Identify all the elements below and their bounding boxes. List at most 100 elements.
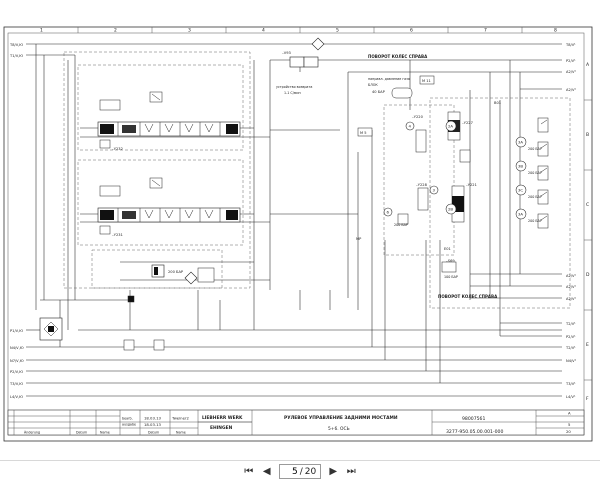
gauge-tag: M 11: [422, 79, 431, 83]
company-name: LIEBHERR WERK: [202, 415, 243, 421]
port-label: T3/V¹: [565, 382, 576, 386]
item-number: 4: [409, 124, 412, 129]
port-label: T2/V¹: [565, 346, 576, 350]
valve-tag: –Y227: [462, 121, 473, 125]
next-page-icon[interactable]: ▶: [329, 466, 338, 477]
port-label: N4/V¹: [566, 359, 577, 363]
gauge-tag: M 5: [360, 131, 367, 135]
valve-tag: –Y220: [412, 115, 424, 119]
hydraulic-lines: [26, 43, 562, 397]
page-indicator: / 20: [278, 464, 322, 479]
row-letter: A: [586, 62, 590, 68]
valve-tag: –Y232: [112, 147, 123, 151]
title-cell: Name: [100, 431, 110, 435]
title-name: Tweiner2: [171, 416, 189, 421]
title-cell: Änderung: [24, 430, 40, 435]
title-block: Änderung Datum Name bearb. ausgabe Datum…: [7, 409, 585, 436]
port-label: A2/V¹: [566, 88, 576, 92]
valve-tag: –Y221: [466, 183, 477, 187]
sheet-info: 20: [566, 429, 571, 434]
column-number: 6: [410, 28, 413, 34]
item-number: 6: [387, 210, 390, 215]
port-label: T2/V¹: [565, 322, 576, 326]
title-cell: bearb.: [122, 417, 133, 421]
document-viewer: 1 2 3 4 5 6 7 8 A B C D E F T8/V,Ю T1/V,…: [3, 26, 593, 442]
valve-tag: –S69: [446, 259, 455, 263]
hydraulic-schematic: 1 2 3 4 5 6 7 8 A B C D E F T8/V,Ю T1/V,…: [3, 26, 593, 442]
port-label: A2/V¹: [566, 285, 576, 289]
item-number: 2B: [448, 207, 453, 212]
item-number: 2A: [448, 124, 453, 129]
pressure-label: 200 БАР: [168, 270, 184, 274]
document-number: 98007561: [462, 416, 485, 422]
valve-v93: –V93 устройство возврата 1-1 С/мин: [276, 37, 325, 95]
pressure-label: 200 БАР: [528, 195, 542, 199]
port-tag: MP: [356, 237, 362, 241]
row-letter: C: [586, 202, 589, 208]
relief-valves-right: [537, 117, 549, 229]
row-letter: E: [586, 342, 589, 348]
port-label: A2/V¹: [566, 297, 576, 301]
note-text: БЛОК: [368, 83, 378, 87]
valve-block-y232: [97, 121, 241, 137]
port-label: T8/V¹: [565, 43, 576, 47]
pressure-switch: [391, 87, 413, 99]
valve-tag: –V93: [282, 51, 291, 55]
note-text: направл. давление газа: [368, 77, 410, 81]
section-label: ПОВОРОТ КОЛЕС СПРАВА: [438, 294, 498, 299]
pressure-relief-200: 200 БАР: [151, 264, 184, 278]
note-text: устройство возврата: [276, 85, 312, 89]
first-page-icon[interactable]: ⏮: [244, 466, 254, 477]
valve-block-y231: [97, 207, 241, 223]
pressure-label: 40 БАР: [372, 90, 386, 94]
column-number: 5: [336, 28, 339, 34]
port-label: T1/V,Ю: [9, 54, 23, 58]
page-separator: /: [299, 466, 303, 477]
valve-tag: –Y228: [416, 183, 428, 187]
sheet-info: 5: [568, 422, 571, 427]
column-number: 1: [40, 28, 43, 34]
column-number: 4: [262, 28, 265, 34]
previous-page-icon[interactable]: ◀: [262, 466, 271, 477]
item-number: 3: [433, 188, 436, 193]
drawing-number: 3277-950.05.00.001-000: [446, 429, 503, 435]
title-cell: Datum: [76, 431, 87, 435]
item-number: 3B: [518, 164, 523, 169]
port-label: P2/V¹: [566, 59, 576, 63]
item-number: 3A: [518, 140, 523, 145]
port-label: L4/V,Ю: [10, 395, 23, 399]
column-number: 7: [484, 28, 487, 34]
title-date: 18.03.13: [144, 416, 161, 421]
title-cell: Datum: [148, 431, 159, 435]
last-page-icon[interactable]: ⏭: [346, 466, 356, 477]
port-label: L4/V¹: [566, 395, 576, 399]
item-number: 3C: [518, 188, 523, 193]
port-label: N4/V,Ю: [10, 346, 24, 350]
drawing-frame: [3, 26, 593, 442]
pump-unit: [39, 317, 63, 341]
column-number: 2: [114, 28, 117, 34]
pressure-label: 200 БАР: [528, 171, 542, 175]
title-cell: ausgabe: [122, 423, 136, 427]
page-number-input[interactable]: [283, 466, 298, 477]
row-letter: B: [586, 132, 589, 138]
filter-symbol: [184, 271, 198, 285]
pressure-label: 200 БАР: [528, 147, 542, 151]
sheet-info: A: [568, 411, 571, 416]
total-pages: 20: [304, 466, 317, 477]
title-date: 18.03.13: [144, 422, 161, 427]
port-label: T3/V,Ю: [9, 382, 23, 386]
port-tag: E01: [444, 247, 451, 251]
drawing-title: РУЛЕВОЕ УПРАВЛЕНИЕ ЗАДНИМИ МОСТАМИ: [284, 415, 398, 421]
title-cell: Name: [176, 431, 186, 435]
pressure-label: 100 БАР: [444, 275, 458, 279]
port-label: N7/V,Ю: [10, 359, 24, 363]
note-text: 1-1 С/мин: [284, 91, 301, 95]
port-label: P2/V,Ю: [10, 370, 23, 374]
valve-tag: –Y231: [112, 233, 123, 237]
row-letter: F: [586, 396, 589, 402]
item-number: 3A: [518, 212, 523, 217]
port-label: A2/V¹: [566, 70, 576, 74]
row-letter: D: [586, 272, 590, 278]
section-label: ПОВОРОТ КОЛЕС СПРАВА: [368, 54, 428, 59]
